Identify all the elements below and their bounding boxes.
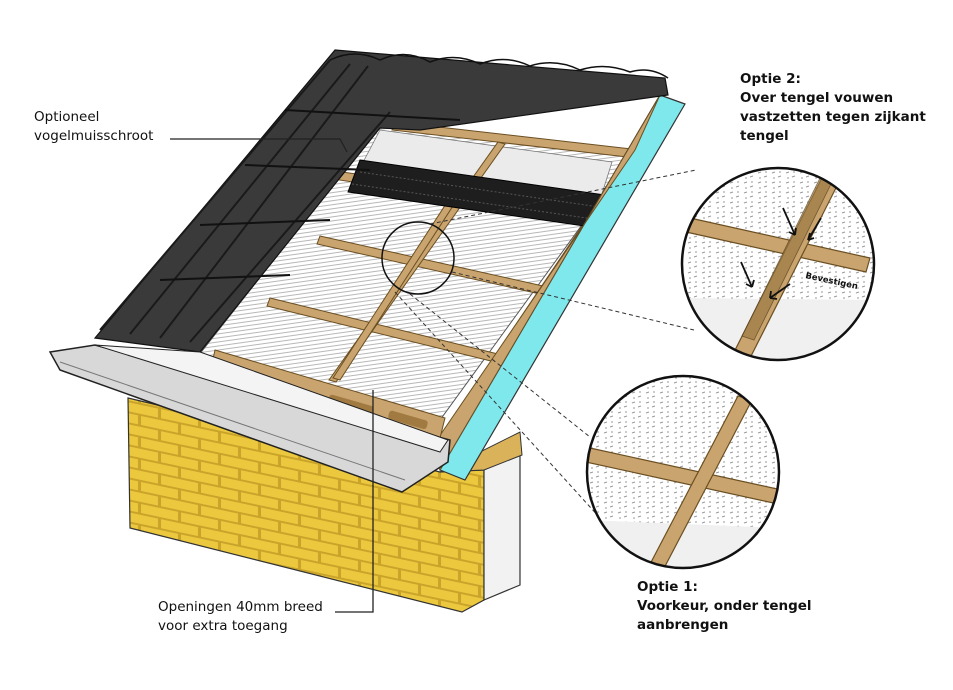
label-vogelmuisschroot: Optioneel vogelmuisschroot xyxy=(34,108,153,146)
label-line: tengel xyxy=(740,128,789,144)
callout-optie2: Bevestigen xyxy=(680,166,876,362)
verge-board xyxy=(429,94,686,481)
label-line: voor extra toegang xyxy=(158,618,288,634)
label-line: Optioneel xyxy=(34,109,100,125)
label-line: Optie 2: xyxy=(740,71,801,87)
label-line: Optie 1: xyxy=(637,579,698,595)
label-line: vogelmuisschroot xyxy=(34,128,154,144)
callout-optie1 xyxy=(585,374,781,570)
gutter xyxy=(48,344,451,493)
callout-connectors xyxy=(394,169,697,541)
leader-lines xyxy=(170,138,455,613)
label-line: Over tengel vouwen xyxy=(740,90,894,106)
label-openingen: Openingen 40mm breed voor extra toegang xyxy=(158,598,323,636)
label-optie2: Optie 2: Over tengel vouwen vastzetten t… xyxy=(740,70,926,146)
label-line: Openingen 40mm breed xyxy=(158,599,323,615)
label-optie1: Optie 1: Voorkeur, onder tengel aanbreng… xyxy=(637,578,812,635)
label-line: aanbrengen xyxy=(637,617,729,633)
label-line: Voorkeur, onder tengel xyxy=(637,598,812,614)
label-line: vastzetten tegen zijkant xyxy=(740,109,926,125)
roof-tiles xyxy=(93,49,669,353)
